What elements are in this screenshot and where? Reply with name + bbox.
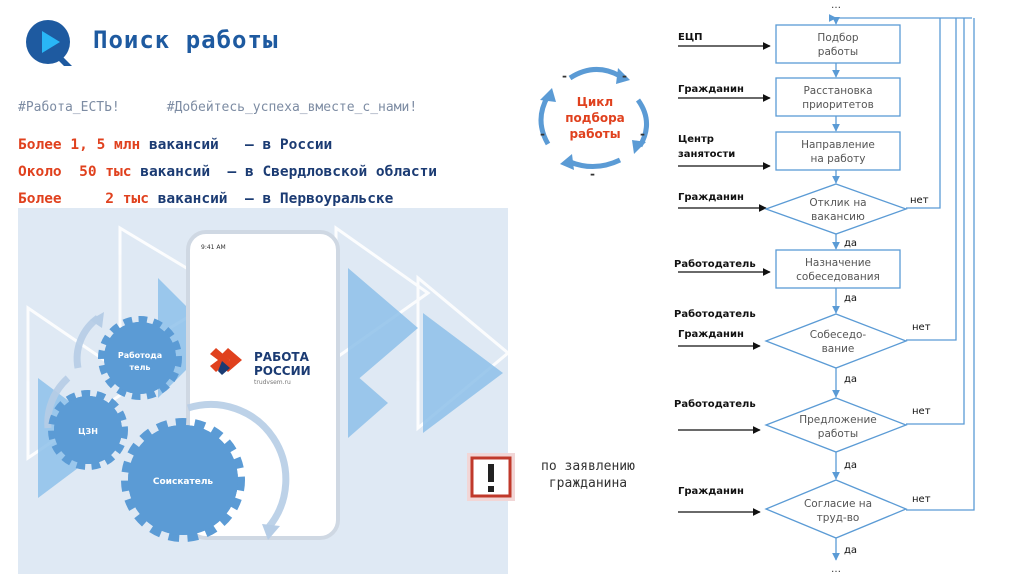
cycle-diagram: Цикл подбора работы - - - - - — [538, 67, 649, 180]
svg-text:вание: вание — [822, 343, 855, 355]
gear-czn-icon — [48, 390, 128, 470]
svg-text:труд-во: труд-во — [817, 512, 860, 524]
actor-center-2: занятости — [678, 149, 735, 160]
brand-url: trudvsem.ru — [254, 379, 291, 386]
box-interview-appointment: Назначение — [805, 257, 871, 269]
decision-consent: Согласие на — [804, 498, 872, 510]
svg-text:вакансию: вакансию — [811, 211, 865, 223]
label-no-3: нет — [912, 406, 931, 417]
svg-text:-: - — [640, 127, 645, 141]
phone-time: 9:41 AM — [201, 244, 226, 251]
svg-text:ЦЗН: ЦЗН — [78, 427, 98, 436]
stat-sverdlovsk: Около 50 тыс вакансий – в Свердловской о… — [18, 164, 438, 180]
warning-icon — [467, 453, 515, 501]
rabota-rossii-logo-icon — [210, 348, 242, 375]
video-logo-icon — [26, 20, 72, 66]
svg-text:-: - — [622, 69, 627, 83]
svg-text:-: - — [562, 69, 567, 83]
svg-text:работы: работы — [818, 46, 858, 58]
illustration-panel: 9:41 AM РАБОТА РОССИИ trudvsem.ru Работо… — [18, 208, 508, 574]
cycle-line3: работы — [569, 127, 620, 141]
cycle-line2: подбора — [565, 111, 625, 125]
flow-bottom-dots: … — [831, 564, 841, 574]
actor-center-1: Центр — [678, 134, 714, 145]
hashtags: #Работа_ЕСТЬ! #Добейтесь_успеха_вместе_с… — [18, 100, 417, 115]
svg-text:-: - — [590, 167, 595, 180]
actor-ecp: ЕЦП — [678, 32, 702, 43]
decision-offer: Предложение — [799, 414, 876, 426]
brand-line2: РОССИИ — [254, 364, 311, 378]
svg-text:приоритетов: приоритетов — [802, 99, 874, 111]
svg-text:тель: тель — [130, 363, 151, 372]
actor-citizen-2: Гражданин — [678, 192, 744, 203]
actor-citizen-3: Гражданин — [678, 329, 744, 340]
actor-employer-2: Работодатель — [674, 308, 756, 320]
cycle-line1: Цикл — [577, 95, 613, 109]
svg-text:на работу: на работу — [811, 153, 866, 165]
stat-russia: Более 1, 5 млн вакансий – в России — [18, 137, 333, 153]
hashtag-work: #Работа_ЕСТЬ! — [18, 100, 120, 115]
actor-employer-3: Работодатель — [674, 398, 756, 410]
label-no-2: нет — [912, 322, 931, 333]
decision-interview: Собеседо- — [810, 329, 867, 341]
stat-pervouralsk: Более 2 тыс вакансий – в Первоуральске — [18, 191, 394, 207]
flowchart: … … ЕЦП Гражданин Центр занятости Гражд — [674, 0, 975, 574]
page-title: Поиск работы — [93, 26, 279, 54]
label-yes-3: да — [844, 374, 857, 385]
gear-seeker-icon — [121, 418, 245, 542]
label-yes-4: да — [844, 460, 857, 471]
hashtag-success: #Добейтесь_успеха_вместе_с_нами! — [166, 100, 418, 115]
flow-top-dots: … — [831, 0, 841, 11]
label-no-4: нет — [912, 494, 931, 505]
svg-text:Работода: Работода — [118, 350, 162, 360]
svg-text:собеседования: собеседования — [796, 271, 880, 283]
actor-employer-1: Работодатель — [674, 258, 756, 270]
svg-text:работы: работы — [818, 428, 858, 440]
decision-response: Отклик на — [809, 197, 866, 209]
svg-text:-: - — [540, 127, 545, 141]
label-yes-2: да — [844, 293, 857, 304]
gear-employer-icon — [98, 316, 182, 400]
brand-line1: РАБОТА — [254, 350, 310, 364]
label-yes-1: да — [844, 238, 857, 249]
box-priorities: Расстановка — [803, 85, 872, 97]
label-yes-5: да — [844, 545, 857, 556]
actor-citizen-4: Гражданин — [678, 486, 744, 497]
actor-citizen-1: Гражданин — [678, 84, 744, 95]
svg-text:Соискатель: Соискатель — [153, 477, 214, 487]
box-referral: Направление — [801, 139, 875, 151]
label-no-1: нет — [910, 195, 929, 206]
box-selection: Подбор — [817, 32, 858, 44]
illustration: 9:41 AM РАБОТА РОССИИ trudvsem.ru Работо… — [26, 225, 508, 542]
